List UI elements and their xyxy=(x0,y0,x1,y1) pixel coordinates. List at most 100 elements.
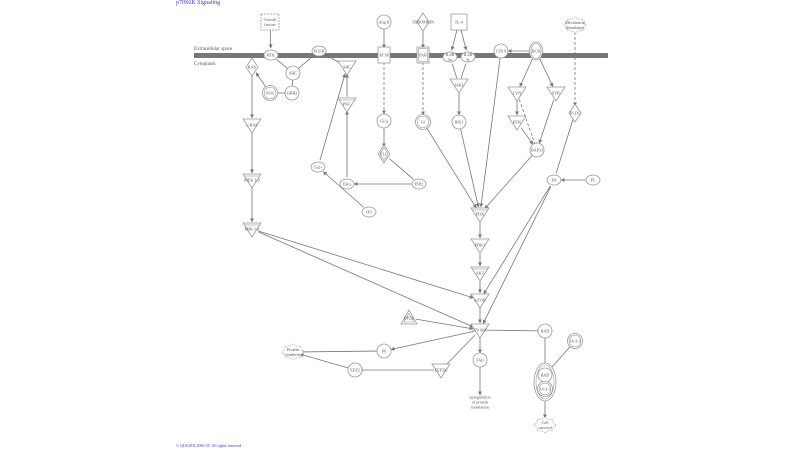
node-cd19[interactable]: CD19 xyxy=(493,43,509,59)
node-thrombin[interactable]: THROMBIN xyxy=(412,12,434,32)
node-eef2k[interactable]: EEF2K xyxy=(431,363,451,379)
node-pdk1[interactable]: PDK1 xyxy=(470,238,490,254)
node-eef2[interactable]: EEF2 xyxy=(347,362,363,378)
node-shc[interactable]: SHC xyxy=(285,65,301,81)
node-at1r[interactable]: AT1R xyxy=(377,46,391,64)
node-pld1[interactable]: PLD1 xyxy=(568,103,582,123)
node-label: EEF2K xyxy=(435,368,448,373)
node-pp2a[interactable]: PP2A xyxy=(400,309,418,325)
node-label: BAD xyxy=(541,329,550,334)
node-sos[interactable]: SOS xyxy=(262,85,278,101)
node-label: PLD1 xyxy=(570,111,580,116)
node-lyn[interactable]: LYN xyxy=(507,86,527,102)
node-dag[interactable]: DAG xyxy=(339,178,355,190)
extracellular-label: Extracellular space xyxy=(194,47,233,52)
node-akt[interactable]: AKT xyxy=(470,266,490,282)
node-irs1[interactable]: IRS1 xyxy=(451,114,467,130)
node-pip2[interactable]: PIP2 xyxy=(411,178,427,190)
node-label: IL4R xyxy=(446,52,455,57)
node-pi3k[interactable]: PI3K xyxy=(470,207,490,223)
node-label: AKT xyxy=(476,271,485,276)
node-label: synthesis xyxy=(285,352,301,357)
copyright-link[interactable]: © QIAGEN 2000-25. All rights reserved xyxy=(176,443,242,448)
node-btk[interactable]: BTK xyxy=(507,115,527,131)
node-ca2[interactable]: Ca2+ xyxy=(310,161,326,173)
edge-rtk-to-shc xyxy=(276,59,288,69)
node-label: ERK 1/2 xyxy=(245,227,260,232)
node-label: LYN xyxy=(513,91,521,96)
node-pkc[interactable]: PKC xyxy=(337,97,357,113)
node-giq[interactable]: Gi/q xyxy=(376,113,392,129)
node-bad-complex-bad[interactable]: BAD xyxy=(537,367,553,383)
node-craf[interactable]: c-RAF xyxy=(242,118,262,134)
pathway-title[interactable]: p70S6K Signaling xyxy=(176,0,221,6)
node-label: Ca2+ xyxy=(313,165,323,170)
node-egfr[interactable]: EGFR xyxy=(311,45,327,57)
edge-sos-to-ras xyxy=(255,72,267,88)
node-label: IL4R xyxy=(464,52,473,57)
node-label: AT1R xyxy=(379,53,389,58)
node-angII[interactable]: Ang II xyxy=(376,14,392,30)
node-src[interactable]: SRC xyxy=(337,60,357,76)
edge-il4r_a-to-jak1 xyxy=(451,63,458,79)
node-rtk[interactable]: RTK xyxy=(263,49,279,61)
node-ras[interactable]: RAS xyxy=(245,57,259,77)
edge-pa-to-mtor xyxy=(483,185,551,295)
node-pa[interactable]: PA xyxy=(546,174,562,186)
edge-p1433-to-bad_complex_bad xyxy=(549,345,571,371)
node-label: SOS xyxy=(266,91,274,96)
node-label: c-RAF xyxy=(246,123,258,128)
node-erk[interactable]: ERK 1/2 xyxy=(242,222,262,238)
node-label: Gi xyxy=(421,120,426,125)
node-label: JAK1 xyxy=(454,83,464,88)
node-bad[interactable]: BAD xyxy=(537,323,553,339)
node-bad-complex-1433[interactable]: 14-3-3 xyxy=(537,381,553,397)
node-plc[interactable]: PLC xyxy=(377,144,391,164)
node-mtor[interactable]: mTOR xyxy=(470,293,490,309)
node-label: MEK 1/2 xyxy=(244,178,260,183)
node-label: BTK xyxy=(513,120,521,125)
node-mek[interactable]: MEK 1/2 xyxy=(242,173,262,189)
node-jak1[interactable]: JAK1 xyxy=(449,78,469,94)
node-ip3[interactable]: IP3 xyxy=(361,206,377,218)
edge-plc-to-pip2 xyxy=(389,158,414,180)
node-il4[interactable]: IL-4 xyxy=(450,13,468,31)
edge-p70-to-s6 xyxy=(390,331,474,351)
node-label: Ang II xyxy=(378,20,390,25)
node-p1433[interactable]: 14-3-3 xyxy=(567,333,583,349)
edge-ip3-to-ca2 xyxy=(322,171,365,208)
node-gi[interactable]: Gi xyxy=(415,114,431,130)
node-bap31[interactable]: BAP31 xyxy=(529,142,545,158)
node-label: THROMBIN xyxy=(412,20,434,25)
node-label: RTK xyxy=(267,53,275,58)
node-par[interactable]: PAR xyxy=(416,46,430,64)
node-label: DAG xyxy=(342,182,351,187)
node-p70[interactable]: p70 S6K xyxy=(470,323,490,339)
node-label: SRC xyxy=(343,65,351,70)
edge-il4-to-il4r_a xyxy=(450,28,458,51)
node-label: PP2A xyxy=(404,316,414,321)
edge-pld1-to-pa xyxy=(555,119,574,174)
node-label: translation xyxy=(471,405,490,410)
node-tau[interactable]: TAU xyxy=(472,352,488,368)
node-syk[interactable]: SYK xyxy=(546,86,566,102)
edge-ca2-to-src xyxy=(319,73,346,161)
node-label: PKC xyxy=(343,102,351,107)
node-bcr[interactable]: BCR xyxy=(529,41,543,61)
node-pc[interactable]: PC xyxy=(585,174,601,186)
edge-gi-to-pi3k xyxy=(426,127,477,209)
node-s6[interactable]: S6 xyxy=(376,343,392,359)
node-label: GRB2 xyxy=(287,91,298,96)
node-grb2[interactable]: GRB2 xyxy=(284,85,300,101)
node-label: PAR xyxy=(419,53,427,58)
node-label: 14-3-3 xyxy=(539,387,550,392)
edge-erk-to-p70 xyxy=(258,231,474,328)
edge-growth_factors-to-rtk xyxy=(268,28,273,49)
